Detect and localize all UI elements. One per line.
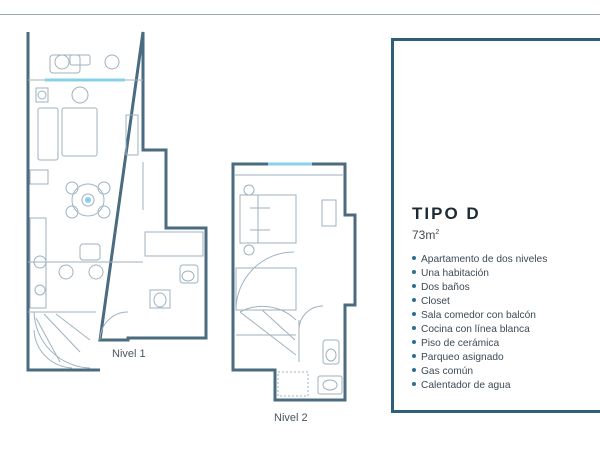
info-box-frame <box>391 38 600 413</box>
area-unit-superscript: 2 <box>435 229 440 236</box>
bullet-icon <box>412 256 416 261</box>
list-item: Dos baños <box>412 281 547 295</box>
feature-text: Apartamento de dos niveles <box>421 254 548 265</box>
list-item: Closet <box>412 295 547 309</box>
list-item: Calentador de agua <box>412 379 547 393</box>
feature-text: Una habitación <box>421 268 489 279</box>
feature-list: Apartamento de dos niveles Una habitació… <box>412 253 547 393</box>
unit-area: 73m2 <box>412 228 439 242</box>
list-item: Cocina con línea blanca <box>412 323 547 337</box>
level2-label: Nivel 2 <box>274 412 308 424</box>
list-item: Parqueo asignado <box>412 351 547 365</box>
bullet-icon <box>412 354 416 359</box>
bullet-icon <box>412 368 416 373</box>
bullet-icon <box>412 284 416 289</box>
level1-walls <box>26 31 208 372</box>
list-item: Apartamento de dos niveles <box>412 253 547 267</box>
feature-text: Cocina con línea blanca <box>421 324 530 335</box>
feature-text: Dos baños <box>421 282 470 293</box>
unit-type-title: TIPO D <box>412 204 481 223</box>
feature-text: Calentador de agua <box>421 380 511 391</box>
area-value: 73m <box>412 228 436 242</box>
level2-walls <box>231 162 357 402</box>
bullet-icon <box>412 382 416 387</box>
feature-text: Sala comedor con balcón <box>421 310 536 321</box>
list-item: Una habitación <box>412 267 547 281</box>
level1-label: Nivel 1 <box>112 348 146 360</box>
bullet-icon <box>412 312 416 317</box>
bullet-icon <box>412 340 416 345</box>
list-item: Gas común <box>412 365 547 379</box>
top-divider-line <box>0 14 600 15</box>
bullet-icon <box>412 270 416 275</box>
feature-text: Closet <box>421 296 450 307</box>
list-item: Sala comedor con balcón <box>412 309 547 323</box>
list-item: Piso de cerámica <box>412 337 547 351</box>
bullet-icon <box>412 326 416 331</box>
bullet-icon <box>412 298 416 303</box>
feature-text: Gas común <box>421 366 474 377</box>
feature-text: Piso de cerámica <box>421 338 500 349</box>
feature-text: Parqueo asignado <box>421 352 504 363</box>
